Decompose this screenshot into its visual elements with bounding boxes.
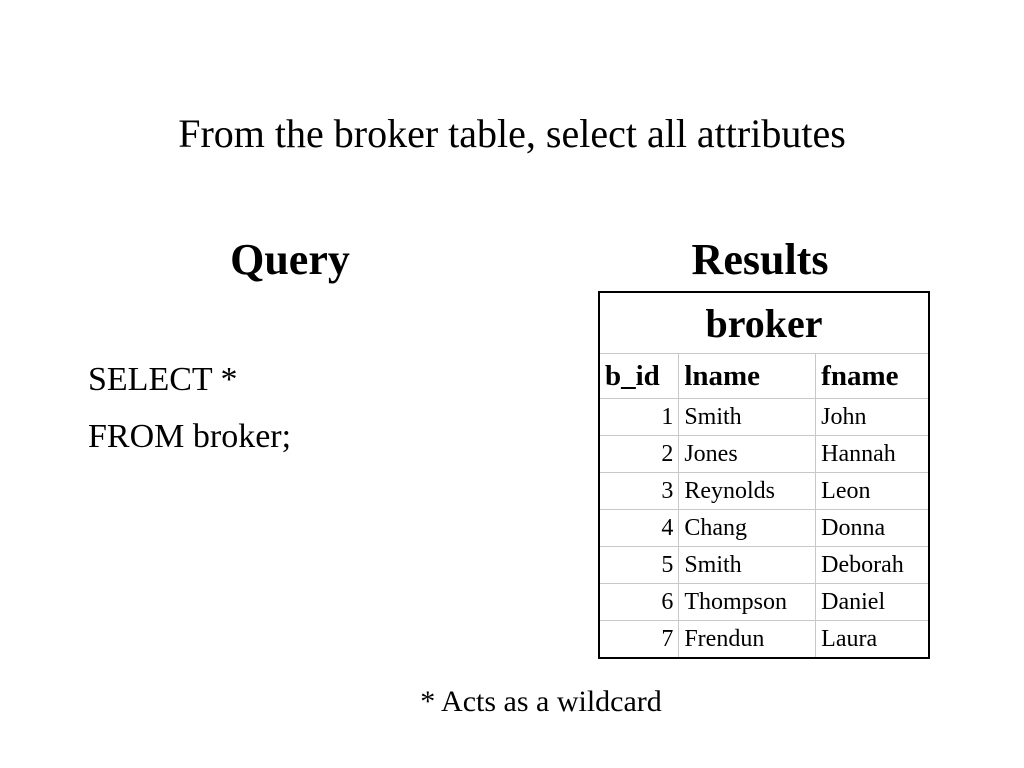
cell-b-id: 3	[598, 472, 680, 510]
cell-fname: Hannah	[815, 435, 930, 473]
column-header-lname: lname	[678, 353, 817, 399]
column-header-b-id: b_id	[598, 353, 680, 399]
table-row: 5 Smith Deborah	[598, 546, 930, 584]
wildcard-footnote: * Acts as a wildcard	[420, 685, 662, 718]
cell-lname: Thompson	[678, 583, 817, 621]
table-header-row: b_id lname fname	[598, 353, 930, 399]
cell-b-id: 6	[598, 583, 680, 621]
cell-b-id: 4	[598, 509, 680, 547]
table-name: broker	[598, 291, 930, 354]
cell-fname: Deborah	[815, 546, 930, 584]
sql-select-line: SELECT *	[88, 361, 238, 398]
cell-lname: Frendun	[678, 620, 817, 659]
cell-fname: Donna	[815, 509, 930, 547]
cell-b-id: 1	[598, 398, 680, 436]
results-heading: Results	[691, 235, 829, 284]
cell-b-id: 2	[598, 435, 680, 473]
cell-lname: Chang	[678, 509, 817, 547]
cell-b-id: 5	[598, 546, 680, 584]
table-row: 3 Reynolds Leon	[598, 472, 930, 510]
table-row: 6 Thompson Daniel	[598, 583, 930, 621]
table-row: 7 Frendun Laura	[598, 620, 930, 659]
slide-title: From the broker table, select all attrib…	[178, 111, 846, 156]
cell-fname: Laura	[815, 620, 930, 659]
broker-results-table: broker b_id lname fname 1 Smith John 2 J…	[598, 291, 930, 659]
cell-lname: Reynolds	[678, 472, 817, 510]
cell-lname: Jones	[678, 435, 817, 473]
table-row: 1 Smith John	[598, 398, 930, 436]
column-header-fname: fname	[815, 353, 930, 399]
sql-from-line: FROM broker;	[88, 418, 292, 455]
cell-b-id: 7	[598, 620, 680, 659]
cell-lname: Smith	[678, 398, 817, 436]
cell-fname: John	[815, 398, 930, 436]
cell-fname: Daniel	[815, 583, 930, 621]
table-row: 2 Jones Hannah	[598, 435, 930, 473]
table-name-row: broker	[598, 291, 930, 354]
cell-fname: Leon	[815, 472, 930, 510]
cell-lname: Smith	[678, 546, 817, 584]
query-heading: Query	[230, 235, 350, 284]
table-row: 4 Chang Donna	[598, 509, 930, 547]
